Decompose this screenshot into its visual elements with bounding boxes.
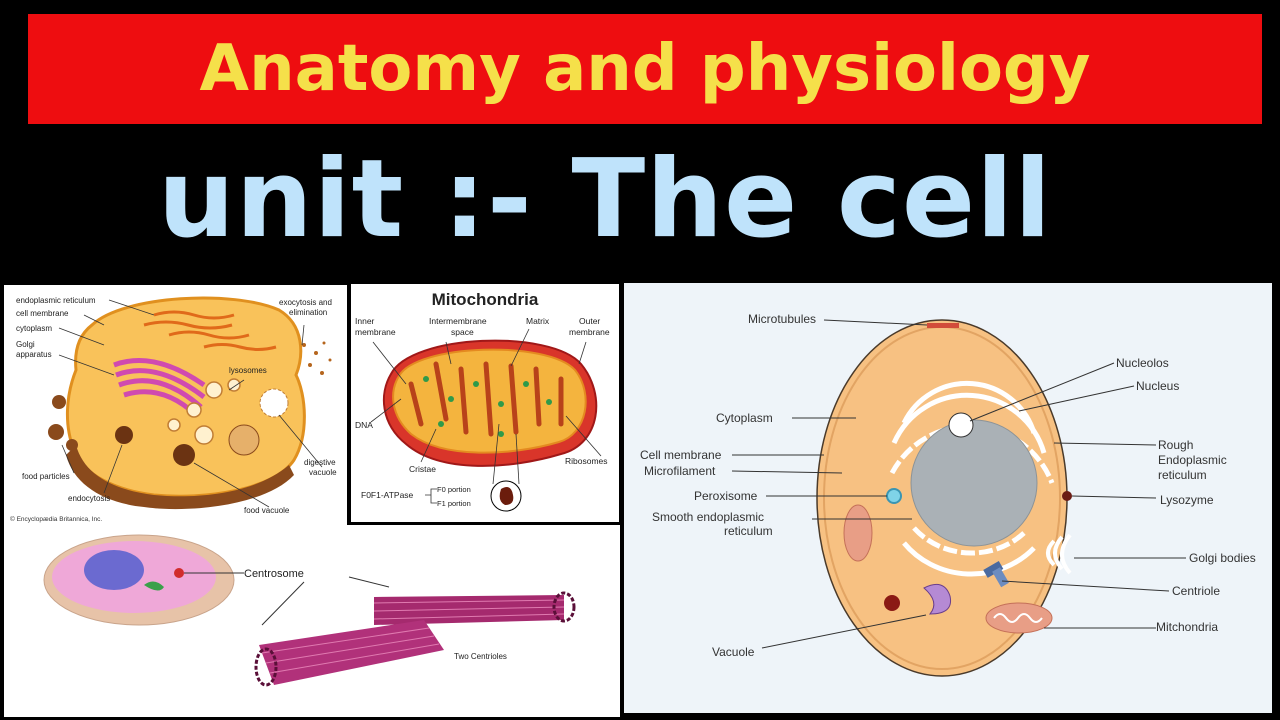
mito-label-matrix: Matrix bbox=[526, 316, 550, 326]
mito-label-dna: DNA bbox=[355, 420, 373, 430]
mito-label-cristae: Cristae bbox=[409, 464, 436, 474]
endocytosis-vesicle bbox=[115, 426, 133, 444]
label-rough-er-1: Rough bbox=[1158, 438, 1193, 452]
label-golgi-bodies: Golgi bodies bbox=[1189, 551, 1256, 565]
mito-label-atpase: F0F1-ATPase bbox=[361, 490, 414, 500]
small-cell-organelle bbox=[144, 581, 164, 591]
label-golgi-2: apparatus bbox=[16, 350, 52, 359]
label-mitchondria: Mitchondria bbox=[1156, 620, 1218, 634]
mito-label-intermembrane-1: Intermembrane bbox=[429, 316, 487, 326]
lysosome-vesicles bbox=[167, 378, 241, 445]
label-smooth-er-2: reticulum bbox=[724, 524, 773, 538]
digestive-vacuole bbox=[228, 424, 260, 456]
animal-leader-lines bbox=[731, 319, 1186, 649]
mito-cristae bbox=[408, 361, 564, 437]
mitochondrion-1-cristae bbox=[993, 613, 1043, 623]
food-particles bbox=[48, 395, 78, 451]
exocytosis-particles bbox=[302, 341, 332, 375]
nucleus bbox=[910, 419, 1038, 547]
nucleolus bbox=[948, 412, 974, 438]
copyright-text: © Encyclopædia Britannica, Inc. bbox=[10, 515, 102, 523]
label-lysosomes: lysosomes bbox=[229, 366, 267, 375]
mito-label-inner-2: membrane bbox=[355, 327, 396, 337]
mito-label-intermembrane-2: space bbox=[451, 327, 474, 337]
centriole-bundle-2 bbox=[254, 620, 444, 687]
small-cell-centrosome bbox=[174, 568, 184, 578]
centriole-bundle-1 bbox=[373, 591, 576, 625]
label-two-centrioles: Two Centrioles bbox=[454, 652, 507, 661]
mito-label-outer-1: Outer bbox=[579, 316, 600, 326]
title-banner: Anatomy and physiology bbox=[28, 14, 1262, 124]
mito-title: Mitochondria bbox=[432, 290, 539, 309]
animal-cell-diagram: Microtubules Nucleolos Nucleus Cytoplasm… bbox=[624, 283, 1272, 713]
banner-title: Anatomy and physiology bbox=[199, 32, 1091, 106]
atpase-bracket bbox=[425, 488, 437, 504]
centrosome-illustration: Centrosome Two Centrioles bbox=[43, 534, 576, 687]
cell-digestion-illustration: endoplasmic reticulum cell membrane cyto… bbox=[10, 296, 337, 523]
label-vacuole: Vacuole bbox=[712, 645, 755, 659]
cell-shadow-shape bbox=[66, 445, 294, 510]
label-smooth-er-1: Smooth endoplasmic bbox=[652, 510, 764, 524]
microtubule-segment bbox=[927, 323, 959, 328]
mitochondria-illustration: Mitochondria bbox=[355, 290, 610, 512]
leader-lines bbox=[58, 299, 323, 508]
mito-label-outer-2: membrane bbox=[569, 327, 610, 337]
label-cell-membrane: cell membrane bbox=[16, 309, 69, 318]
label-peroxisome: Peroxisome bbox=[694, 489, 758, 503]
label-cell-membrane: Cell membrane bbox=[640, 448, 722, 462]
mito-label-f0: F0 portion bbox=[437, 485, 471, 494]
er-strands bbox=[143, 310, 277, 351]
label-centrosome: Centrosome bbox=[244, 568, 304, 580]
small-cell-nucleus bbox=[84, 550, 144, 590]
label-cytoplasm: Cytoplasm bbox=[716, 411, 773, 425]
label-nucleolos: Nucleolos bbox=[1116, 356, 1169, 370]
label-lysozyme: Lysozyme bbox=[1160, 493, 1214, 507]
vacuole bbox=[923, 583, 952, 615]
food-vacuole bbox=[173, 444, 195, 466]
animal-cell-illustration: Microtubules Nucleolos Nucleus Cytoplasm… bbox=[640, 312, 1256, 677]
mito-leader-lines bbox=[370, 328, 602, 485]
label-microtubules: Microtubules bbox=[748, 312, 816, 326]
label-nucleus: Nucleus bbox=[1136, 379, 1179, 393]
mito-label-inner-1: Inner bbox=[355, 316, 375, 326]
unit-title: unit :- The cell bbox=[157, 137, 1053, 262]
mitochondria-diagram: Mitochondria bbox=[350, 283, 620, 523]
red-vesicle bbox=[884, 595, 900, 611]
centro-leader-lines bbox=[184, 572, 390, 626]
label-exocytosis-1: exocytosis and bbox=[279, 298, 332, 307]
atpase-shape bbox=[499, 487, 514, 505]
digestive-vacuole-2 bbox=[259, 388, 289, 418]
centriole bbox=[983, 561, 1009, 588]
label-rough-er-2: Endoplasmic bbox=[1158, 453, 1227, 467]
label-centriole: Centriole bbox=[1172, 584, 1220, 598]
label-rough-er-3: reticulum bbox=[1158, 468, 1207, 482]
lysozyme bbox=[1062, 491, 1072, 501]
label-food-particles: food particles bbox=[22, 472, 70, 481]
label-endocytosis: endocytosis bbox=[68, 494, 110, 503]
peroxisome bbox=[886, 488, 902, 504]
label-microfilament: Microfilament bbox=[644, 464, 716, 478]
mito-ribosomes bbox=[423, 376, 552, 437]
label-digestive-1: digestive bbox=[304, 458, 336, 467]
label-golgi-1: Golgi bbox=[16, 340, 35, 349]
cell-digestion-diagram: endoplasmic reticulum cell membrane cyto… bbox=[4, 285, 347, 525]
rough-er bbox=[889, 380, 1055, 577]
mitochondrion-2 bbox=[843, 504, 873, 562]
mito-label-ribosomes: Ribosomes bbox=[565, 456, 608, 466]
label-exocytosis-2: elimination bbox=[289, 308, 327, 317]
label-er: endoplasmic reticulum bbox=[16, 296, 96, 305]
label-cytoplasm: cytoplasm bbox=[16, 324, 52, 333]
golgi-bodies bbox=[1046, 533, 1072, 575]
mito-label-f1: F1 portion bbox=[437, 499, 471, 508]
centrosome-diagram: Centrosome Two Centrioles bbox=[4, 525, 620, 717]
label-digestive-2: vacuole bbox=[309, 468, 337, 477]
label-food-vacuole: food vacuole bbox=[244, 506, 290, 515]
